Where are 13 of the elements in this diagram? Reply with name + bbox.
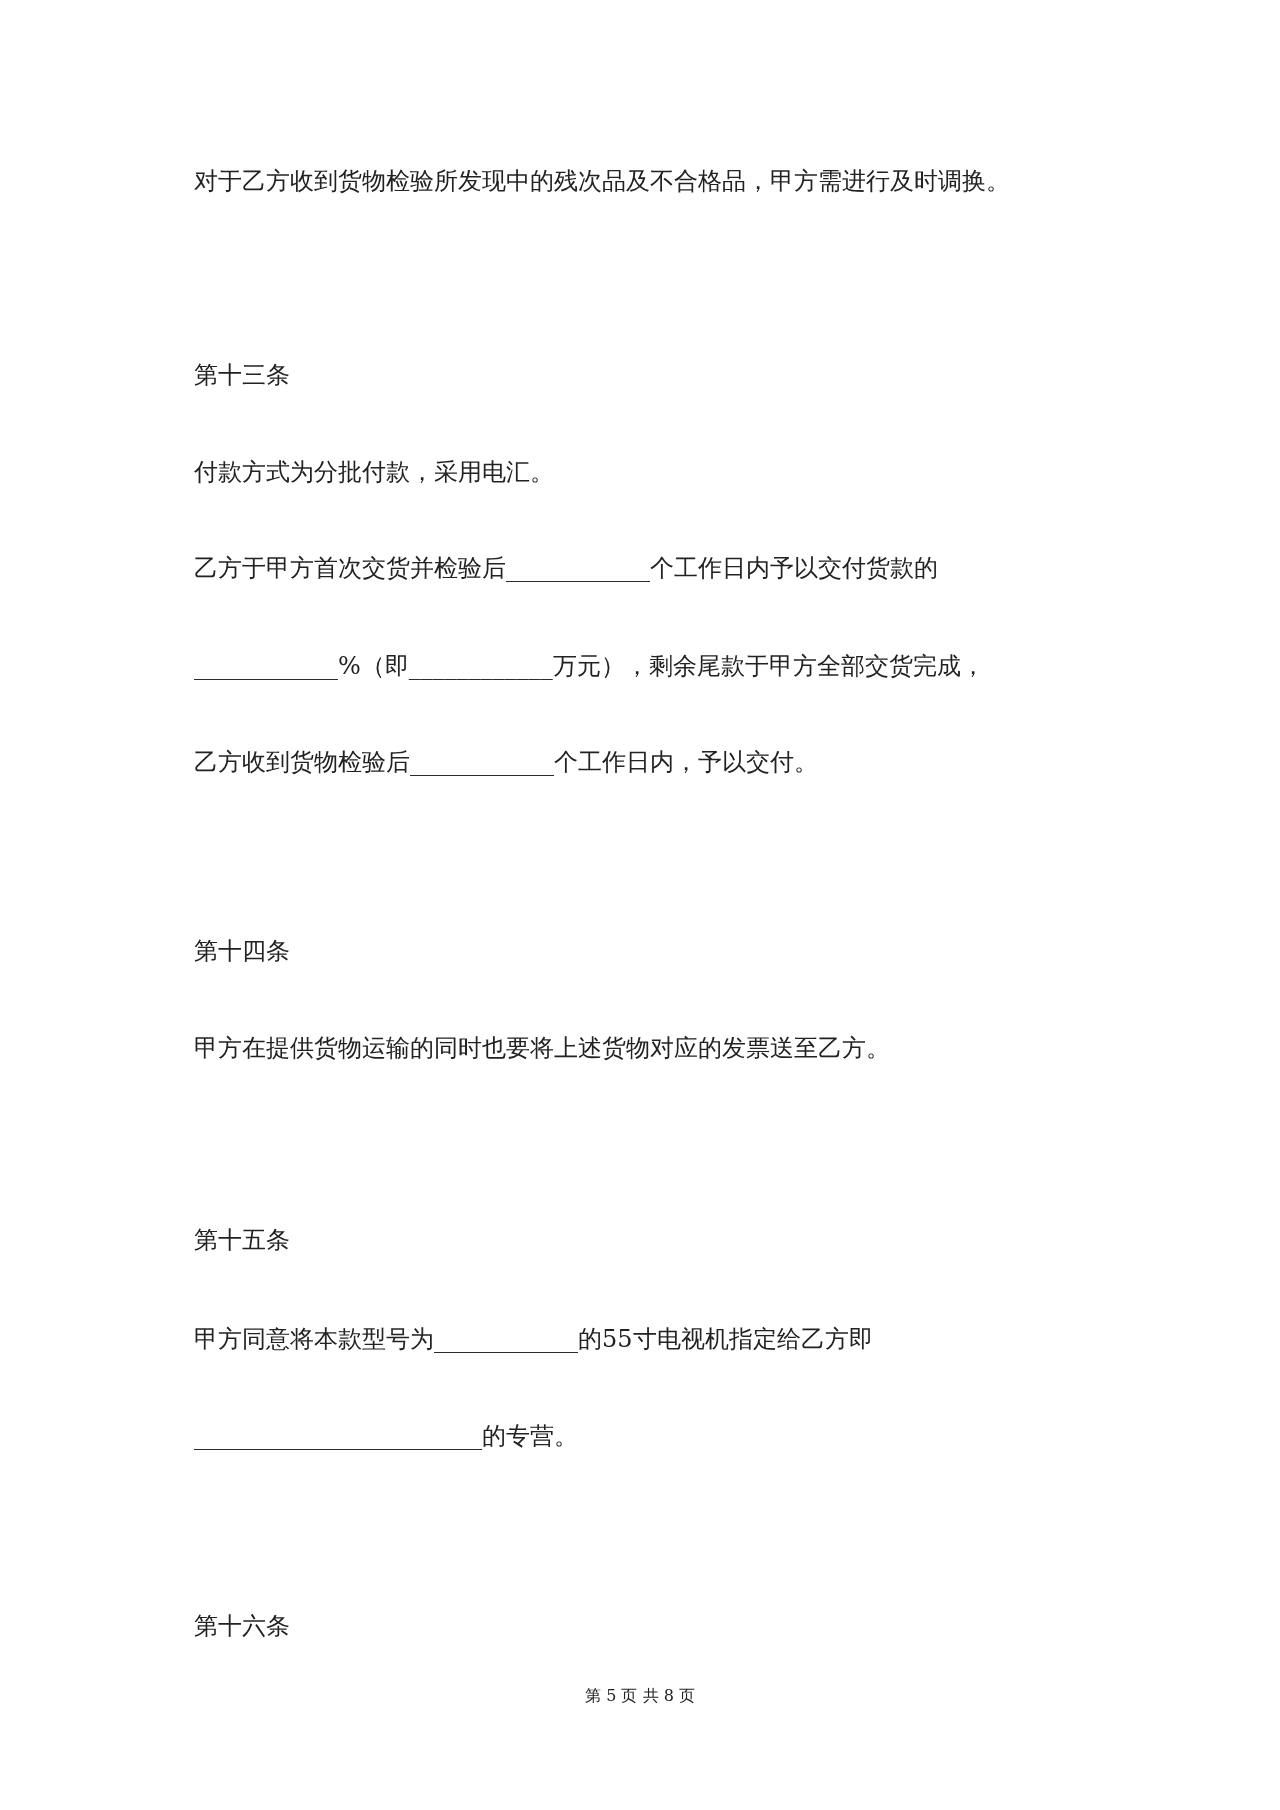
paragraph-text: ____________%（即____________万元），剩余尾款于甲方全部交货完成， — [194, 651, 985, 682]
paragraph-text: 甲方同意将本款型号为____________的55寸电视机指定给乙方即 — [194, 1324, 873, 1355]
paragraph-text: 甲方在提供货物运输的同时也要将上述货物对应的发票送至乙方。 — [194, 1033, 890, 1064]
section-heading: 第十四条 — [194, 936, 290, 967]
paragraph-text: ________________________的专营。 — [194, 1421, 578, 1452]
paragraph-text: 付款方式为分批付款，采用电汇。 — [194, 457, 554, 488]
paragraph-text: 对于乙方收到货物检验所发现中的残次品及不合格品，甲方需进行及时调换。 — [194, 166, 1010, 197]
section-heading: 第十六条 — [194, 1611, 290, 1642]
paragraph-text: 乙方收到货物检验后____________个工作日内，予以交付。 — [194, 747, 818, 778]
paragraph-text: 乙方于甲方首次交货并检验后____________个工作日内予以交付货款的 — [194, 553, 938, 584]
page-footer: 第 5 页 共 8 页 — [585, 1686, 695, 1707]
section-heading: 第十三条 — [194, 360, 290, 391]
section-heading: 第十五条 — [194, 1225, 290, 1256]
